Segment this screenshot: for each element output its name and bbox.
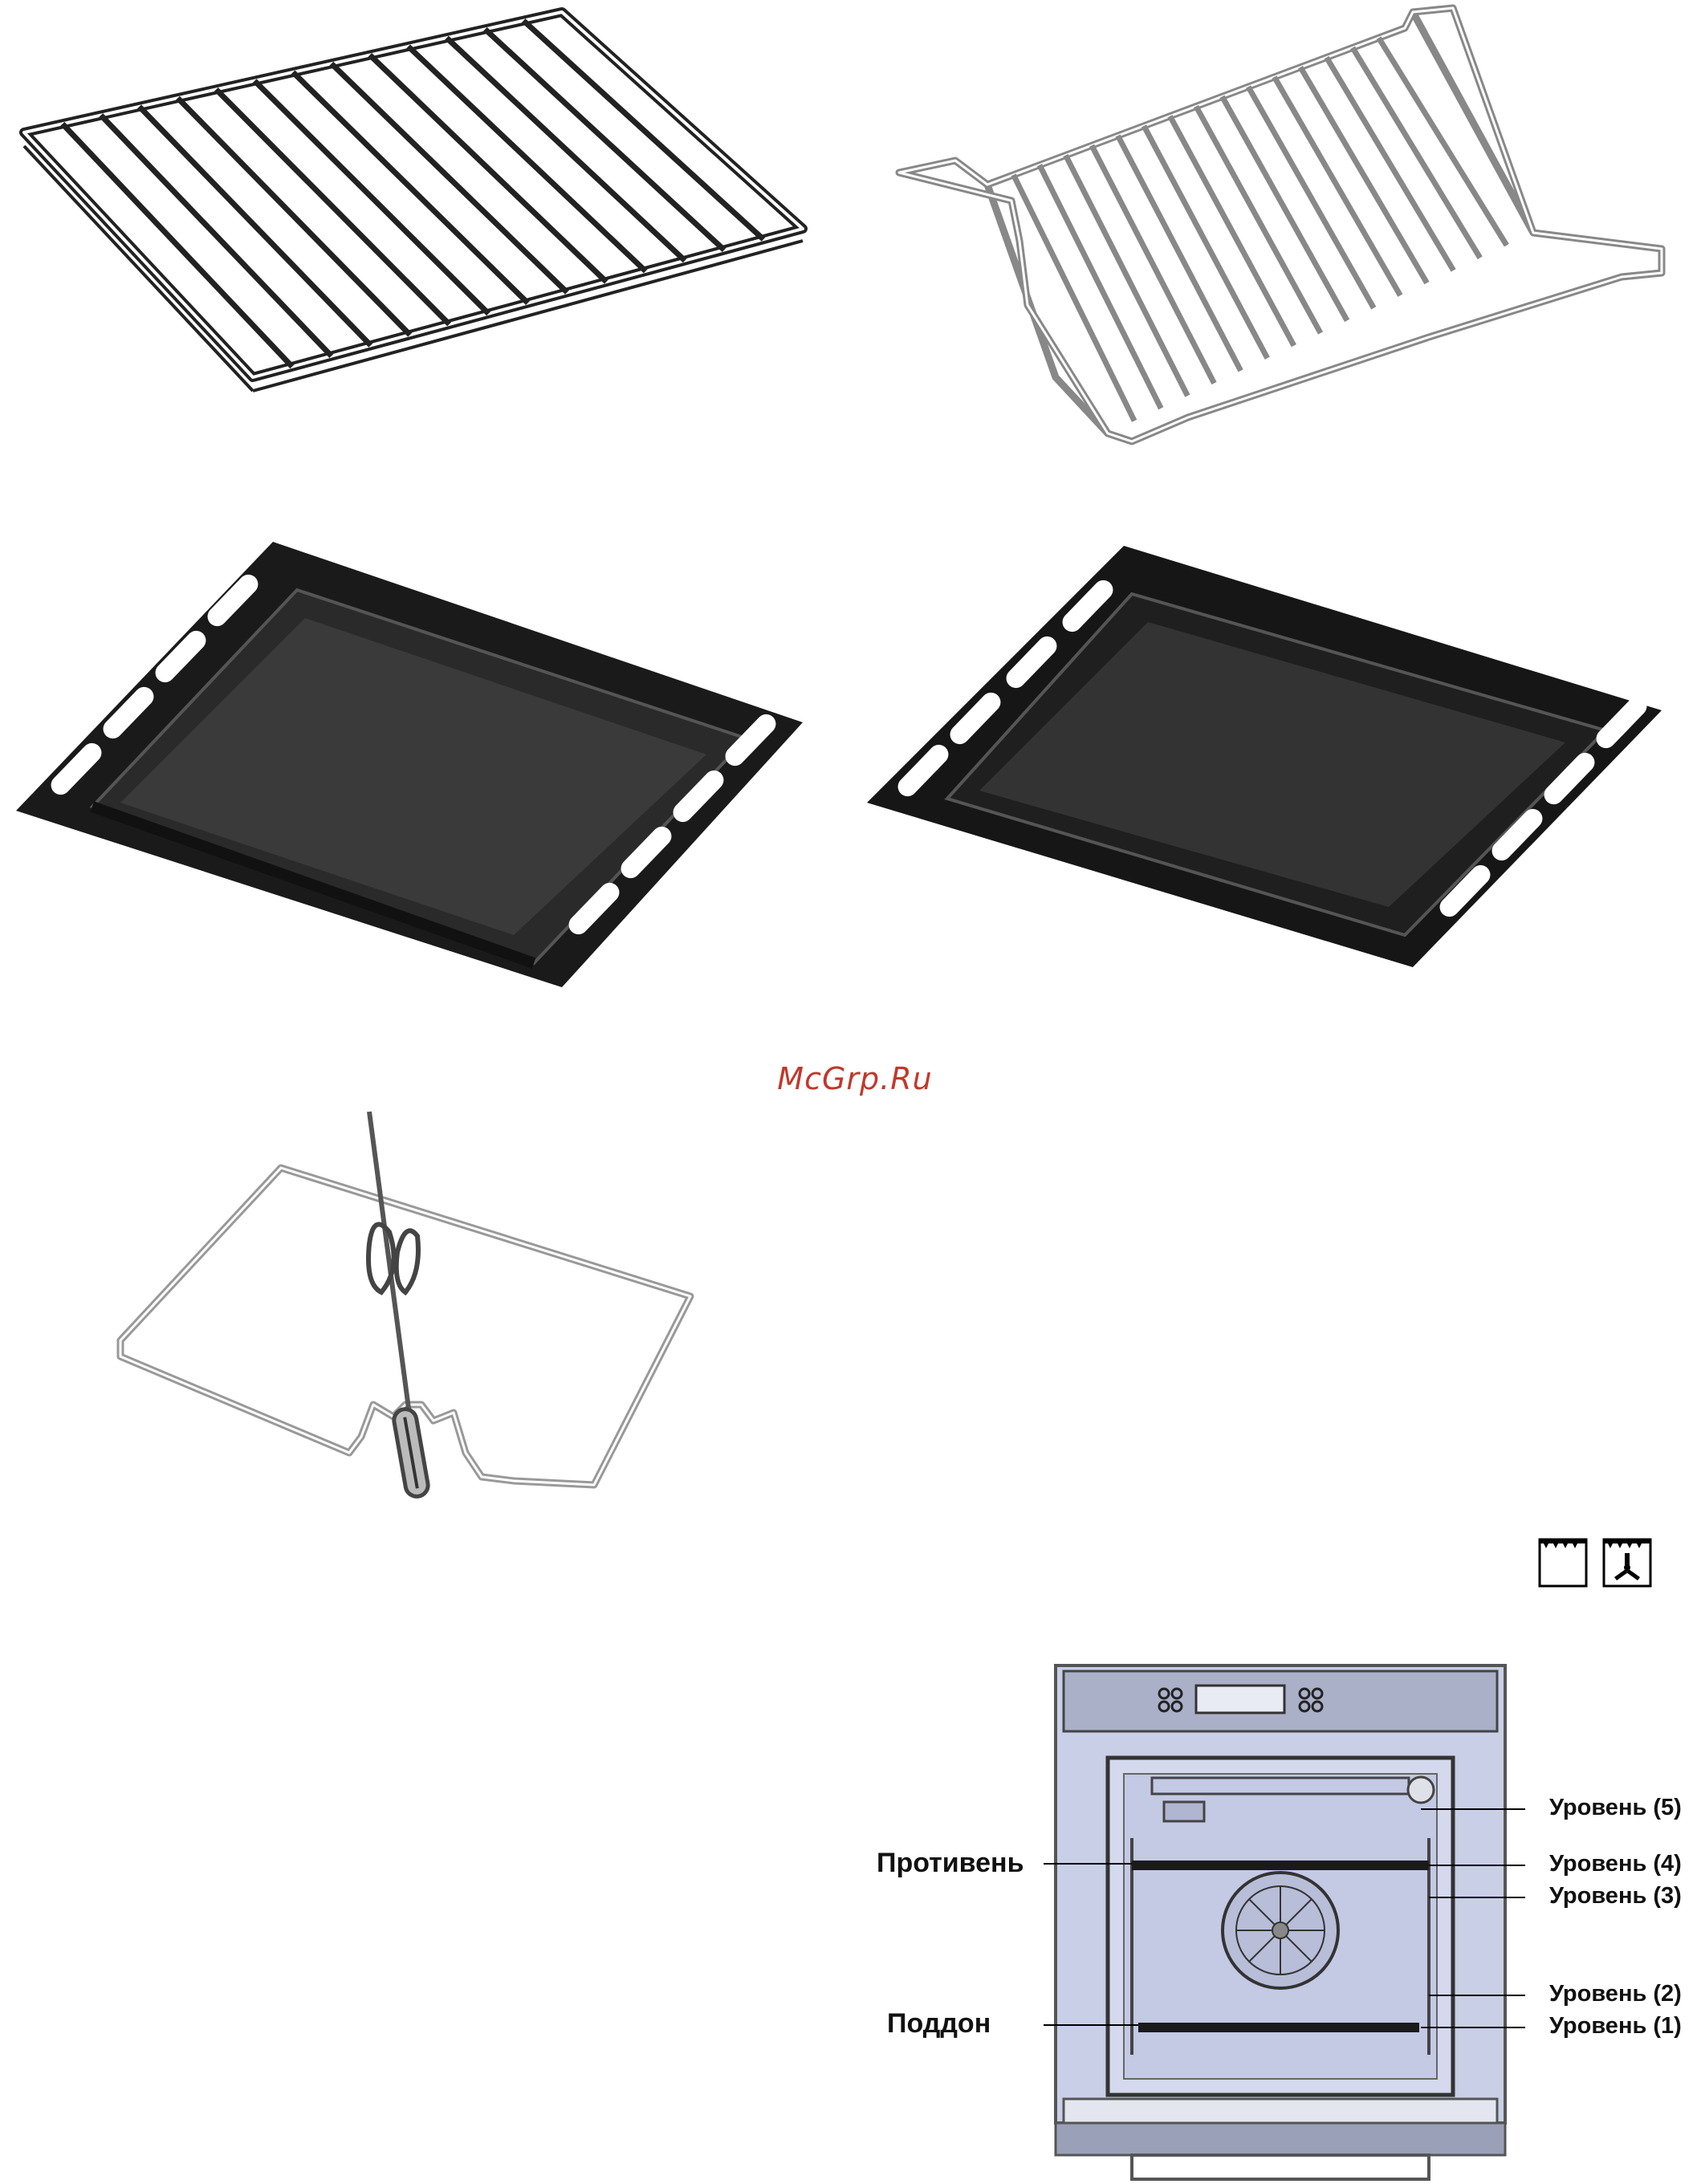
wire-rack-illustration — [0, 0, 851, 401]
wire-rack-with-feet-illustration — [867, 0, 1697, 466]
rack-bar — [1040, 165, 1161, 409]
baking-tray-illustration — [0, 530, 827, 1003]
rack-bar — [1196, 107, 1321, 334]
level-2-label: Уровень (2) — [1549, 1981, 1682, 2007]
rack-bar — [332, 63, 568, 292]
oven-diagram — [1044, 1653, 1525, 2184]
rack-bar — [409, 47, 646, 271]
rack-bar — [254, 81, 488, 314]
rotisserie-illustration — [96, 1100, 722, 1517]
rack-bar — [446, 38, 685, 261]
rack-bar — [293, 72, 528, 303]
rack-bar — [1144, 126, 1268, 358]
rack-bar — [1300, 67, 1427, 283]
rack-bar — [1066, 155, 1188, 396]
level-3-label: Уровень (3) — [1549, 1883, 1682, 1909]
rack-bar — [1353, 47, 1480, 258]
tray-label: Противень — [877, 1848, 1023, 1879]
rack-bar — [101, 116, 332, 356]
level-4-label: Уровень (4) — [1549, 1851, 1682, 1877]
rack-bar — [1092, 145, 1215, 383]
rack-bar — [1118, 136, 1241, 371]
fan-heat-icon — [1601, 1537, 1653, 1588]
rack-bar — [1248, 87, 1373, 308]
rack-bar — [1223, 96, 1348, 320]
rack-bar — [1327, 58, 1454, 270]
rack-bar — [1170, 116, 1294, 346]
rack-bar — [177, 98, 409, 335]
watermark: McGrp.Ru — [755, 1061, 955, 1096]
rack-bar — [370, 55, 607, 283]
deep-tray-illustration — [859, 530, 1697, 979]
drip-pan-label: Поддон — [887, 2008, 991, 2040]
rack-bar — [523, 21, 763, 240]
rack-bar — [140, 107, 371, 346]
level-5-label: Уровень (5) — [1549, 1795, 1682, 1821]
level-1-label: Уровень (1) — [1549, 2013, 1682, 2040]
rack-bar — [485, 29, 724, 250]
rack-bar — [1275, 77, 1401, 295]
rack-bar — [216, 89, 449, 324]
rack-bar — [63, 124, 292, 367]
top-heat-icon — [1537, 1537, 1589, 1588]
